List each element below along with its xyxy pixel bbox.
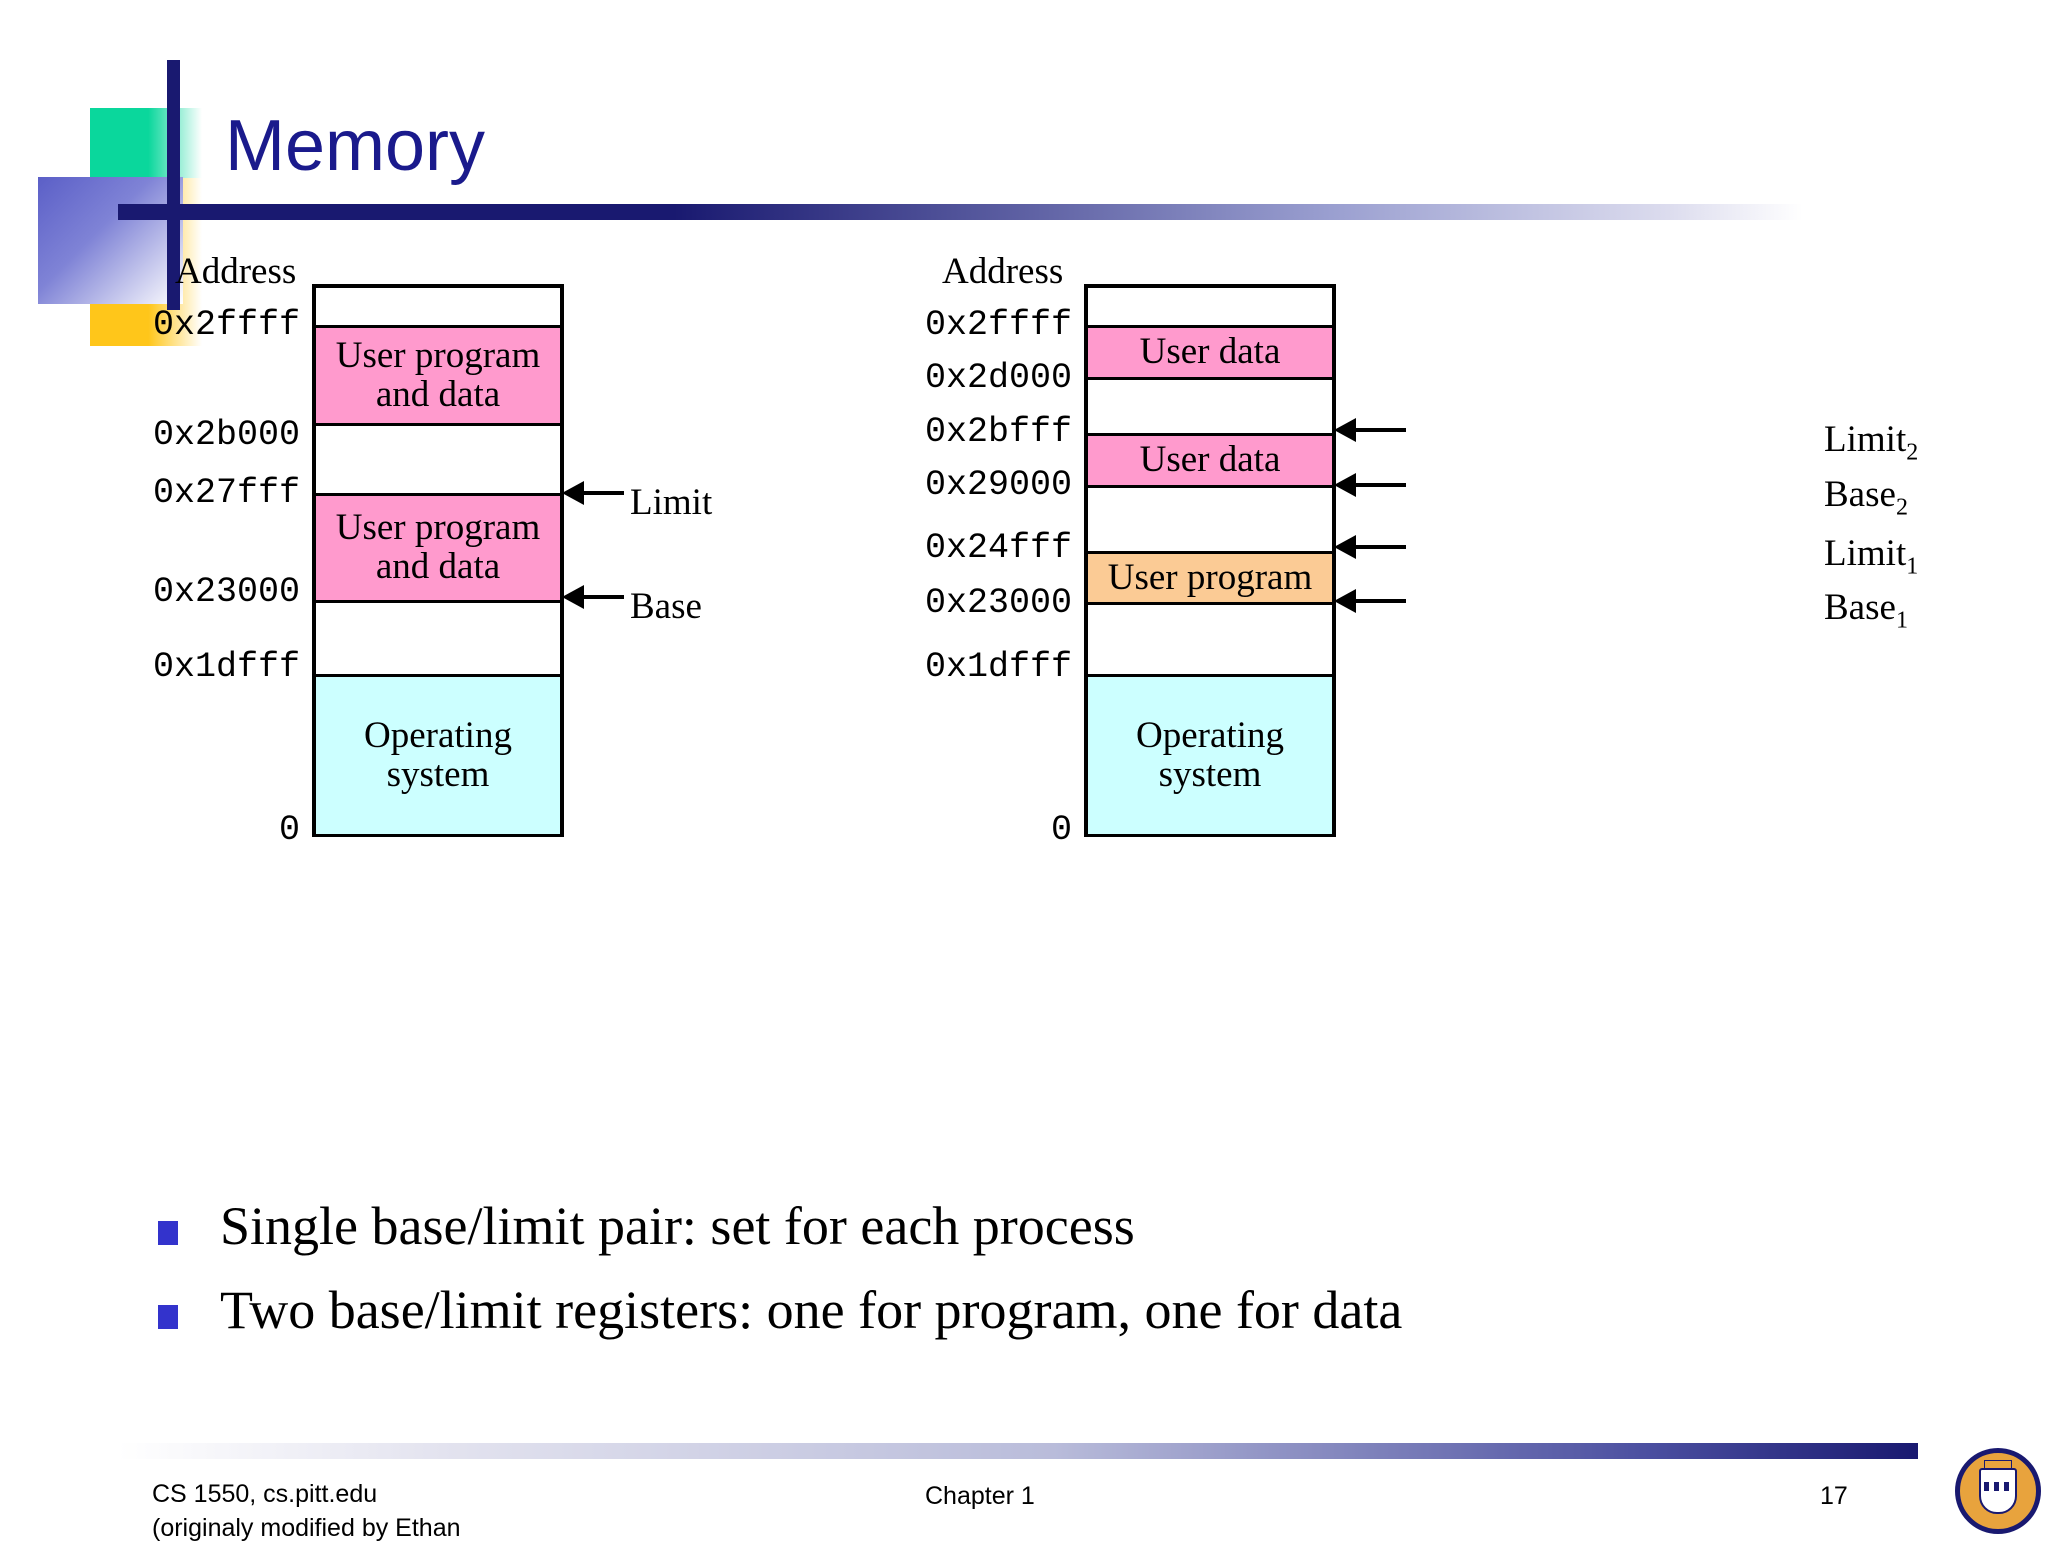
footer-page-number: 17 <box>1820 1482 1848 1510</box>
memory-block-user-data-upper: User data <box>1088 325 1332 380</box>
address-label: 0x2ffff <box>924 305 1072 345</box>
memory-block-user-program: User program <box>1088 551 1332 605</box>
address-label: 0x29000 <box>924 465 1072 505</box>
arrow-head-icon <box>562 585 584 609</box>
memory-block-label: User program <box>1107 556 1313 598</box>
bullet-square-icon <box>158 1305 178 1329</box>
address-label: 0x2ffff <box>152 305 300 345</box>
memory-column-right: User data User data User program Operati… <box>1084 284 1336 837</box>
address-label: 0 <box>278 810 300 850</box>
limit-arrow-left <box>562 481 624 505</box>
seal-shield-shape <box>1979 1468 2017 1514</box>
address-label: 0x2bfff <box>924 412 1072 452</box>
memory-block-label: User data <box>1139 439 1281 481</box>
footer-attribution: CS 1550, cs.pitt.edu (originaly modified… <box>152 1478 461 1546</box>
university-of-pittsburgh-seal-icon <box>1955 1448 2041 1534</box>
limit1-annotation-label: Limit1 <box>1824 533 1919 580</box>
base-annotation-label: Base <box>630 586 702 627</box>
arrow-shaft <box>1354 545 1406 549</box>
limit-annotation-label: Limit <box>630 482 713 523</box>
page-title: Memory <box>225 106 486 186</box>
limit2-arrow <box>1334 418 1406 442</box>
limit1-arrow <box>1334 535 1406 559</box>
arrow-shaft <box>1354 599 1406 603</box>
bullet-label: Single base/limit pair: set for each pro… <box>220 1196 1135 1256</box>
arrow-head-icon <box>1334 589 1356 613</box>
address-label: 0x23000 <box>924 583 1072 623</box>
address-label: 0x1dfff <box>924 647 1072 687</box>
deco-vertical-line <box>167 60 180 310</box>
bullet-list: Single base/limit pair: set for each pro… <box>150 1195 1950 1363</box>
slide-header-decoration <box>0 0 2048 346</box>
memory-block-label: User data <box>1139 331 1281 373</box>
list-item: Two base/limit registers: one for progra… <box>150 1279 1950 1363</box>
address-column-header-left: Address <box>175 251 297 292</box>
footer-chapter-label: Chapter 1 <box>925 1482 1035 1510</box>
arrow-head-icon <box>1334 418 1356 442</box>
address-label: 0x27fff <box>152 473 300 513</box>
address-label: 0x23000 <box>152 572 300 612</box>
base1-arrow <box>1334 589 1406 613</box>
address-column-header-right: Address <box>942 251 1064 292</box>
base2-annotation-label: Base2 <box>1824 474 1908 521</box>
arrow-shaft <box>582 595 624 599</box>
address-label: 0x1dfff <box>152 647 300 687</box>
footer-divider-bar <box>118 1443 1918 1459</box>
footer-attribution-line2: (originaly modified by Ethan <box>152 1513 461 1542</box>
base2-arrow <box>1334 473 1406 497</box>
address-label: 0 <box>1050 810 1072 850</box>
address-label: 0x2d000 <box>924 358 1072 398</box>
base-arrow-left <box>562 585 624 609</box>
list-item: Single base/limit pair: set for each pro… <box>150 1195 1950 1279</box>
bullet-square-icon <box>158 1221 178 1245</box>
base1-annotation-label: Base1 <box>1824 587 1908 634</box>
footer-attribution-line1: CS 1550, cs.pitt.edu <box>152 1480 378 1508</box>
deco-horizontal-bar <box>118 204 1803 220</box>
address-label: 0x2b000 <box>152 415 300 455</box>
arrow-shaft <box>1354 428 1406 432</box>
arrow-head-icon <box>1334 473 1356 497</box>
deco-blue-square <box>38 177 183 304</box>
limit2-annotation-label: Limit2 <box>1824 419 1919 466</box>
memory-block-user-data-lower: User data <box>1088 433 1332 488</box>
arrow-shaft <box>582 491 624 495</box>
arrow-head-icon <box>1334 535 1356 559</box>
arrow-head-icon <box>562 481 584 505</box>
arrow-shaft <box>1354 483 1406 487</box>
bullet-label: Two base/limit registers: one for progra… <box>220 1280 1403 1340</box>
address-label: 0x24fff <box>924 528 1072 568</box>
